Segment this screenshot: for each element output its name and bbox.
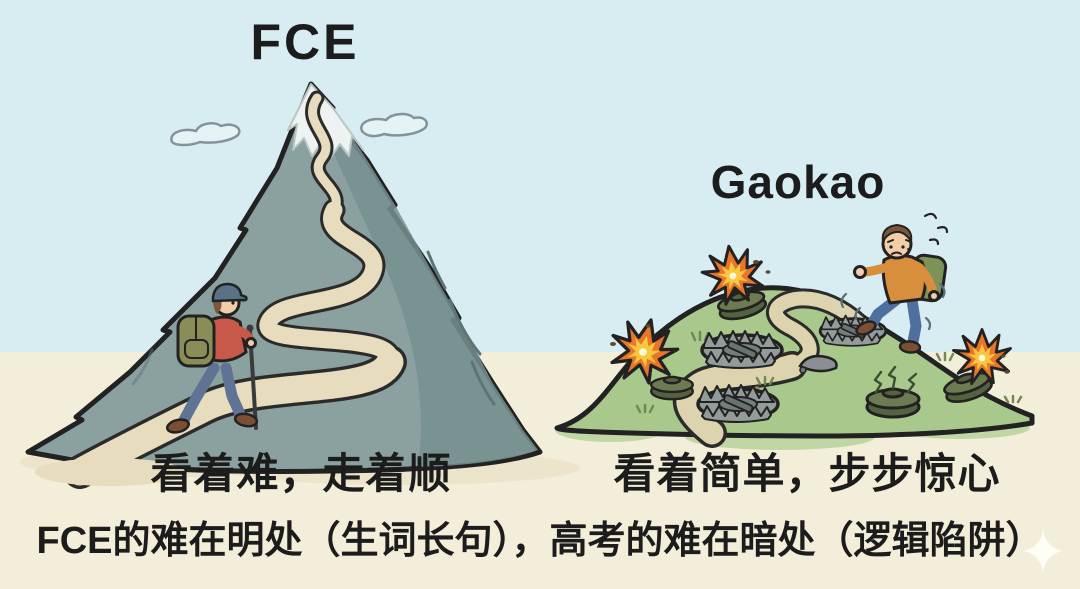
bottom-caption: FCE的难在明处（生词长句），高考的难在暗处（逻辑陷阱） xyxy=(36,520,1044,562)
climber-shoe xyxy=(898,340,922,354)
mountain-shadow-face xyxy=(311,84,538,467)
climber-front-leg xyxy=(866,294,902,330)
climber-fist xyxy=(853,265,867,279)
cloud-icon xyxy=(360,112,429,138)
sweat-drops xyxy=(923,212,949,246)
land-mine-icon xyxy=(650,375,694,401)
sparkle-icon xyxy=(1024,530,1062,572)
motion-lines xyxy=(840,282,946,331)
rock-crack xyxy=(470,360,496,406)
hiker-hand xyxy=(245,337,257,349)
hiker-shoe xyxy=(165,418,191,434)
rock-crack xyxy=(131,348,154,386)
cloud-icon xyxy=(170,122,241,147)
right-caption: 看着简单，步步惊心 xyxy=(613,450,1001,497)
explosion-debris xyxy=(610,260,1010,374)
gaokao-hill xyxy=(554,212,1035,450)
rock-crack xyxy=(426,250,447,290)
gaokao-title: Gaokao xyxy=(710,156,886,208)
fce-mountain xyxy=(25,81,543,489)
hiker-cap xyxy=(211,282,248,303)
climber-sweater xyxy=(881,254,927,305)
hiker-eye xyxy=(231,301,235,305)
left-caption: 看着难，走着顺 xyxy=(150,450,452,497)
rock-debris xyxy=(799,366,807,374)
rock-crack xyxy=(448,298,482,356)
rock-debris xyxy=(798,354,838,373)
climber-arm xyxy=(860,262,893,277)
fce-title: FCE xyxy=(250,14,360,70)
climber xyxy=(840,212,949,354)
hill-trail xyxy=(673,288,870,448)
climber-face xyxy=(887,239,912,255)
trail-foot xyxy=(35,458,185,486)
hiker-back-leg xyxy=(178,362,220,426)
mountain-trail xyxy=(35,90,407,489)
mine-spark-lines xyxy=(873,365,918,394)
hiker xyxy=(165,282,259,434)
land-mine-icon xyxy=(865,387,921,419)
climber-arm xyxy=(915,263,938,297)
climber-shoe xyxy=(855,320,877,336)
mountain-body xyxy=(25,81,543,475)
climber-hand xyxy=(928,290,940,302)
hiker-front-leg xyxy=(220,362,246,420)
climber-back-leg xyxy=(906,294,922,348)
hiker-shoe xyxy=(233,412,259,428)
